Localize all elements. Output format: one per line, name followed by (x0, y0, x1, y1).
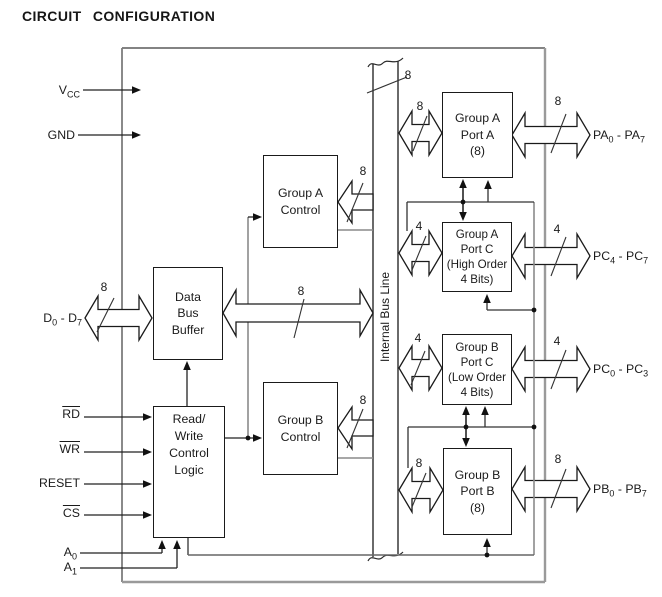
bus-arrow-pc-high-external (511, 231, 591, 281)
bus-arrow-buffer-internal (222, 287, 374, 339)
block-group-a-port-c-high: Group A Port C (High Order 4 Bits) (442, 222, 512, 292)
block-data-bus-buffer: Data Bus Buffer (153, 267, 223, 360)
bus-width-port-c-high-left: 4 (415, 219, 423, 233)
bus-width-d0d7: 8 (100, 280, 108, 294)
pin-label-wr: WR (59, 442, 81, 456)
bus-width-port-a-left: 8 (416, 99, 424, 113)
bus-arrow-d0d7 (84, 293, 153, 343)
bus-width-group-a-control: 8 (359, 164, 367, 178)
block-group-a-control: Group A Control (263, 155, 338, 248)
bus-width-group-b-control: 8 (359, 393, 367, 407)
pin-label-rd: RD (62, 407, 80, 421)
bus-arrow-pb-external (511, 464, 591, 514)
block-group-b-port-b: Group B Port B (8) (443, 448, 512, 535)
page-title: CIRCUIT CONFIGURATION (22, 8, 216, 24)
bus-width-port-c-low-right: 4 (553, 334, 561, 348)
pin-label-pb0-pb7: PB0 - PB7 (593, 482, 647, 499)
bus-arrow-port-c-low-internal (398, 343, 443, 393)
block-group-b-control: Group B Control (263, 382, 338, 475)
pin-label-a1: A1 (63, 560, 77, 577)
block-group-b-port-c-low: Group B Port C (Low Order 4 Bits) (442, 334, 512, 405)
pin-label-cs: CS (62, 506, 80, 520)
bus-width-port-b-right: 8 (554, 452, 562, 466)
bus-arrow-port-c-high-internal (398, 228, 443, 278)
bus-width-port-b-left: 8 (415, 456, 423, 470)
pin-label-reset: RESET (39, 476, 80, 490)
input-signal-lines (78, 89, 256, 569)
bus-width-port-c-low-left: 4 (414, 331, 422, 345)
pin-label-gnd: GND (47, 128, 75, 142)
bus-width-buffer-internal: 8 (297, 284, 305, 298)
bus-arrow-pa-external (511, 110, 591, 160)
pin-label-a0: A0 (63, 545, 77, 562)
bus-arrow-pc-low-external (511, 344, 591, 394)
bus-width-port-a-right: 8 (554, 94, 562, 108)
pin-label-d0-d7: D0 - D7 (43, 311, 82, 328)
internal-bus-label: Internal Bus Line (378, 271, 392, 363)
junction-dots (245, 199, 537, 558)
pin-label-pc0-pc3: PC0 - PC3 (593, 362, 649, 379)
bus-break-top (367, 57, 404, 68)
pin-label-pc4-pc7: PC4 - PC7 (593, 249, 649, 266)
arrowheads (132, 86, 492, 549)
block-group-a-port-a: Group A Port A (8) (442, 92, 513, 178)
bus-arrow-port-b-internal (398, 465, 444, 515)
port-control-routing (187, 185, 535, 556)
bus-width-port-c-high-right: 4 (553, 222, 561, 236)
bus-width-internal-top: 8 (404, 68, 412, 82)
bus-width-slashes (96, 76, 567, 509)
pin-label-vcc: VCC (58, 83, 80, 100)
block-read-write-control-logic: Read/ Write Control Logic (153, 406, 225, 538)
pin-label-pa0-pa7: PA0 - PA7 (593, 128, 645, 145)
